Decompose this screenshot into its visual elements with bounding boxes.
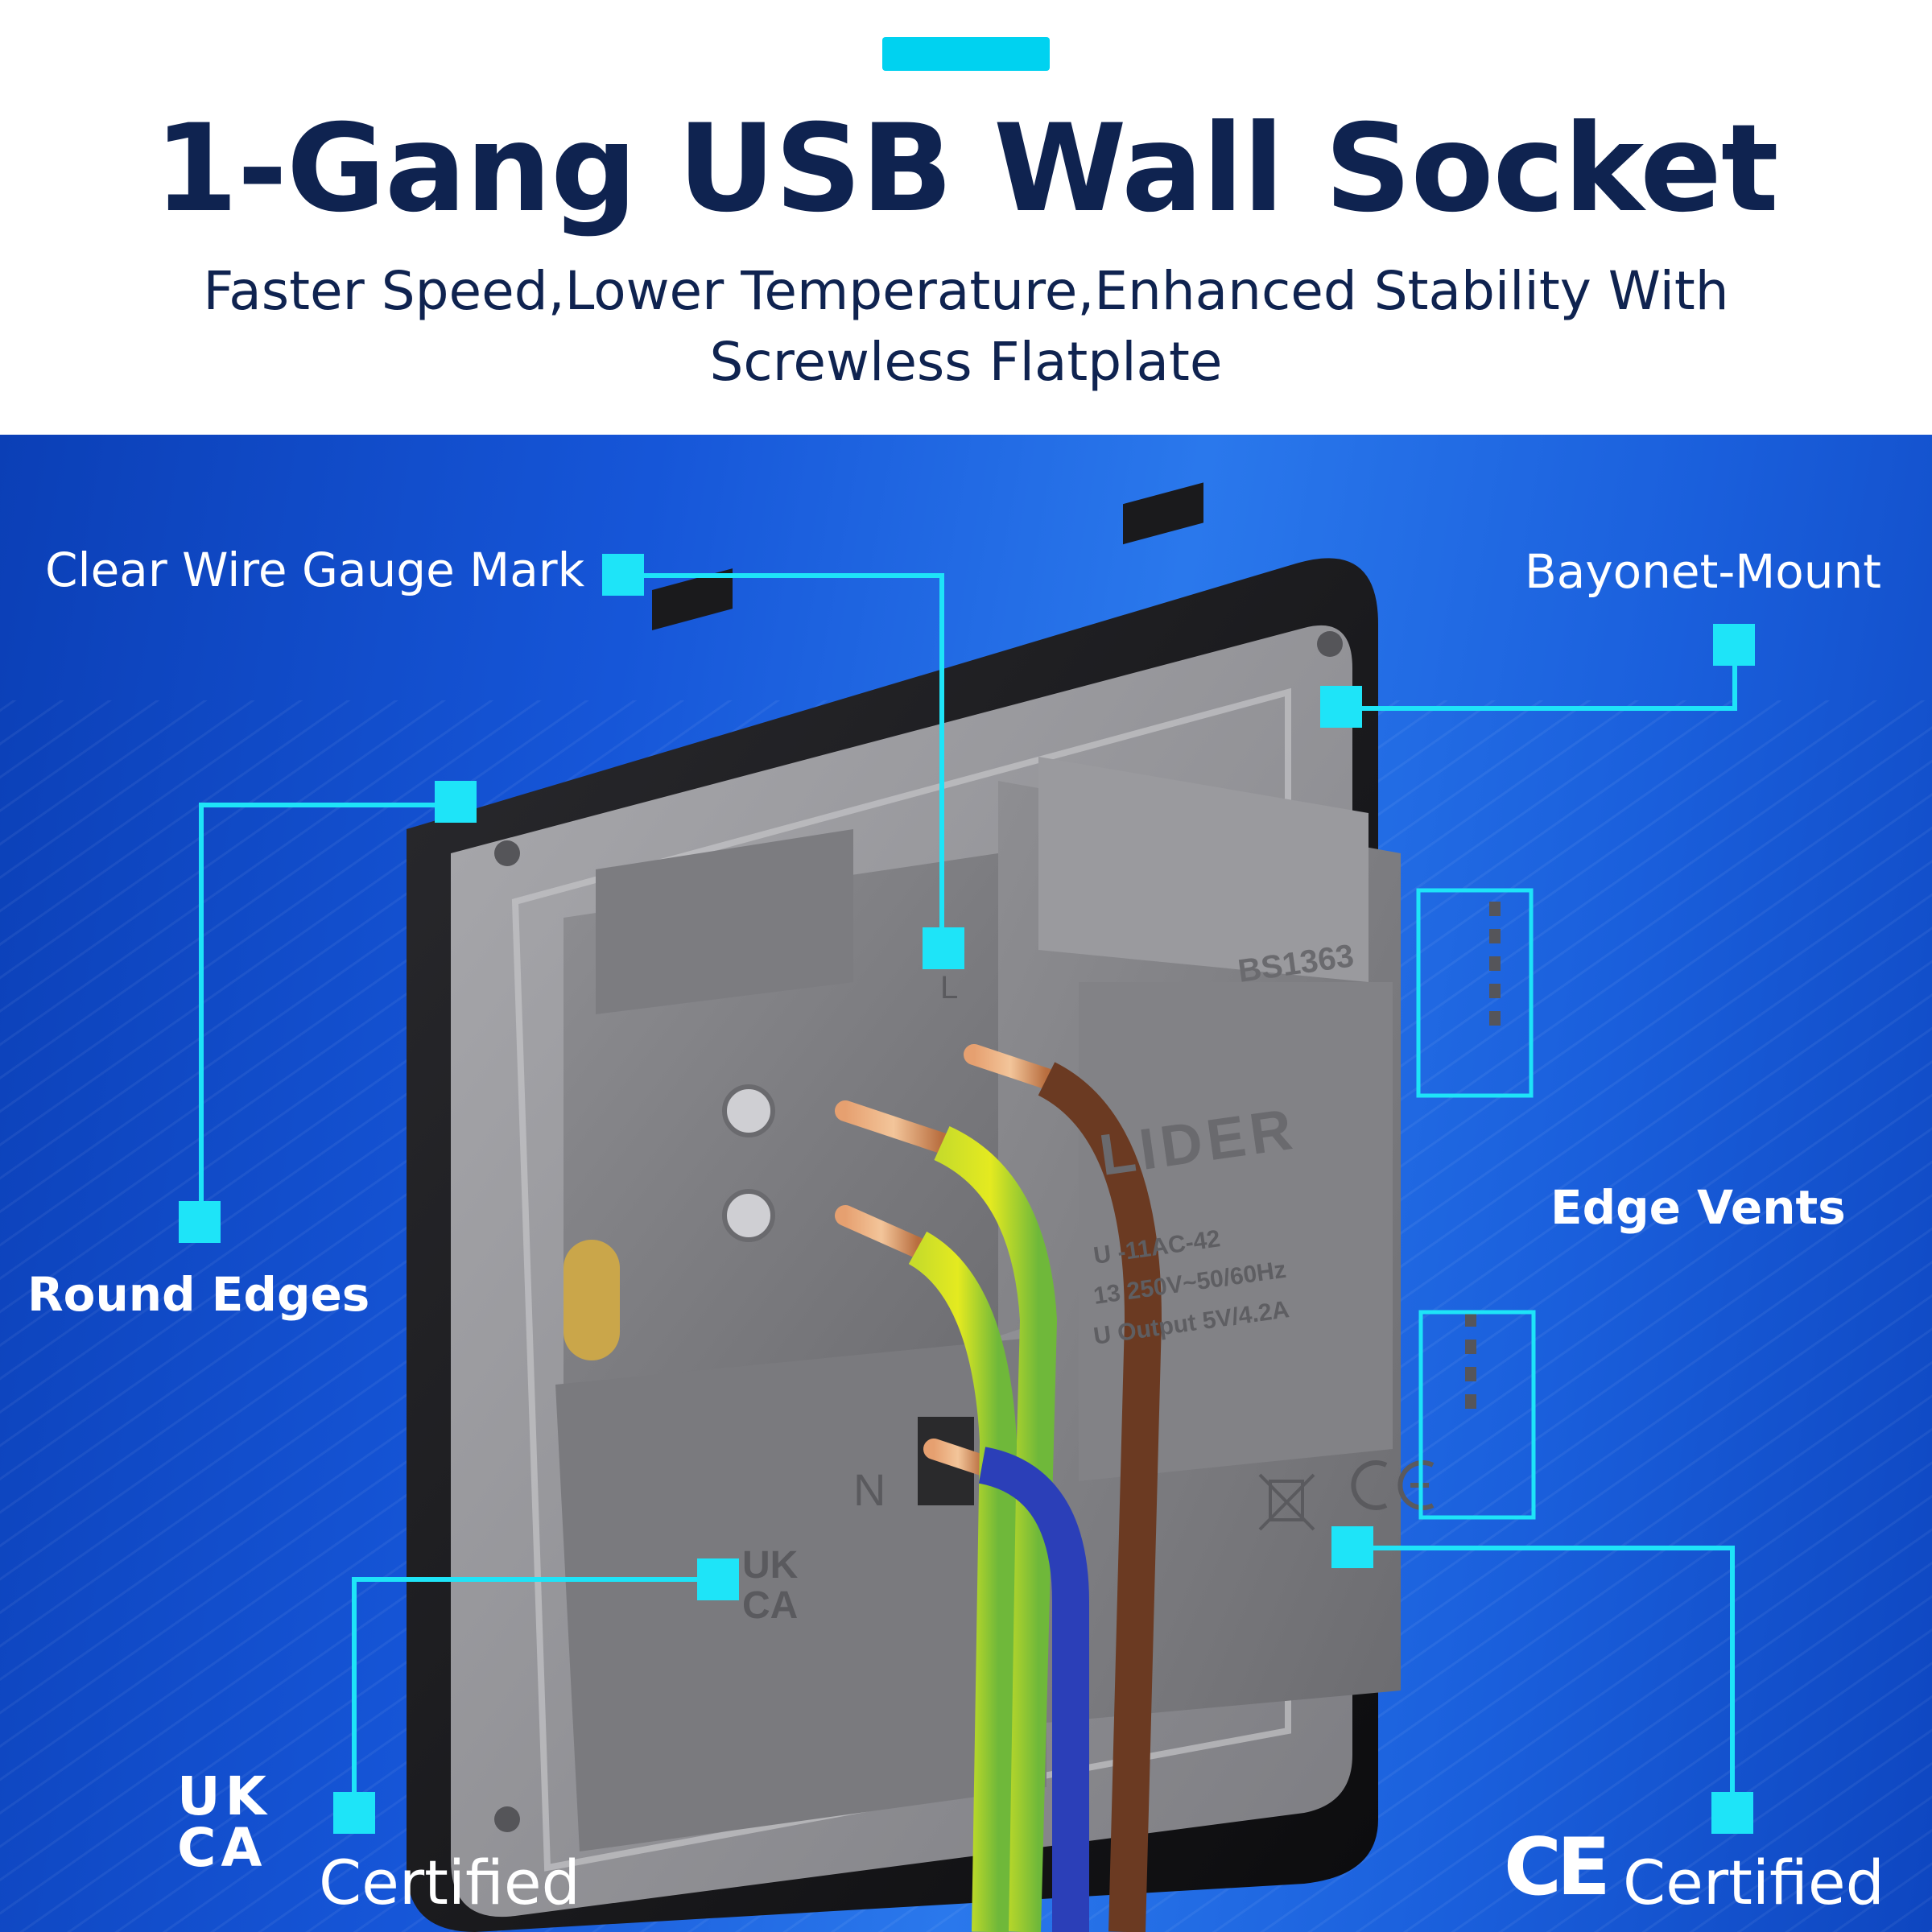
- copper-conductor: [923, 1439, 993, 1476]
- edge-vents-lower: [1465, 1312, 1476, 1409]
- back-ukca-line1: UK: [742, 1544, 799, 1587]
- callout-round-edges: Round Edges: [27, 1267, 370, 1322]
- bayonet-clip: [652, 568, 733, 630]
- terminal-screw: [722, 1189, 775, 1242]
- wire-neutral-blue: [978, 1447, 1089, 1932]
- callout-edge-vents: Edge Vents: [1550, 1180, 1846, 1235]
- weee-bin-icon: [1258, 1473, 1315, 1531]
- wire-earth-1: [933, 1126, 1058, 1932]
- callout-bayonet-mount: Bayonet-Mount: [1525, 544, 1882, 599]
- copper-conductor: [835, 1100, 952, 1154]
- mounting-hole: [494, 840, 520, 866]
- ukca-logo-line-2: CA: [177, 1817, 267, 1879]
- wire-earth-2: [908, 1231, 1018, 1932]
- usb-module-top: [1038, 757, 1368, 982]
- ukca-certified-label: Certified: [319, 1847, 580, 1918]
- page-title: 1-Gang USB Wall Socket: [154, 99, 1778, 239]
- subtitle-line-2: Screwless Flatplate: [709, 331, 1223, 393]
- ce-certified-label: Certified: [1623, 1847, 1885, 1918]
- ukca-logo-icon: UK CA: [177, 1765, 298, 1879]
- callout-wire-gauge-mark: Clear Wire Gauge Mark: [45, 543, 585, 597]
- callout-connectors: [199, 573, 1737, 1814]
- header-panel: 1-Gang USB Wall Socket Faster Speed,Lowe…: [0, 0, 1932, 435]
- edge-vents-upper: [1489, 902, 1501, 1026]
- ukca-logo-line-1: UK: [177, 1765, 271, 1827]
- vent-highlight-upper: [1416, 888, 1534, 1098]
- subtitle-line-1: Faster Speed,Lower Temperature,Enhanced …: [203, 260, 1729, 322]
- copper-conductor: [964, 1044, 1057, 1089]
- callout-markers: [179, 554, 1755, 1834]
- terminal-neutral-label: N: [853, 1464, 886, 1515]
- bayonet-clip: [1123, 482, 1203, 545]
- back-plate-inner-rim: [511, 687, 1291, 1872]
- ce-logo-icon: CE: [1504, 1822, 1611, 1913]
- terminal-screw: [722, 1084, 775, 1137]
- vent-highlight-lower: [1418, 1310, 1536, 1520]
- mounting-hole: [1317, 631, 1343, 657]
- product-stage: BS1363 LIDER U -11AC-42 13 250V~50/60Hz …: [0, 435, 1932, 1932]
- terminal-live-label: L: [940, 970, 958, 1005]
- back-ukca-line2: CA: [742, 1584, 798, 1627]
- lower-socket-body: [555, 1336, 1046, 1852]
- terminal-block-top: [596, 829, 853, 1014]
- page-subtitle: Faster Speed,Lower Temperature,Enhanced …: [161, 256, 1771, 398]
- mounting-hole: [494, 1806, 520, 1832]
- earth-slot: [564, 1240, 620, 1360]
- accent-bar: [882, 37, 1050, 71]
- copper-conductor: [835, 1205, 928, 1258]
- socket-rear-illustration: BS1363 LIDER U -11AC-42 13 250V~50/60Hz …: [179, 482, 1755, 1932]
- wire-live-brown: [1038, 1062, 1162, 1932]
